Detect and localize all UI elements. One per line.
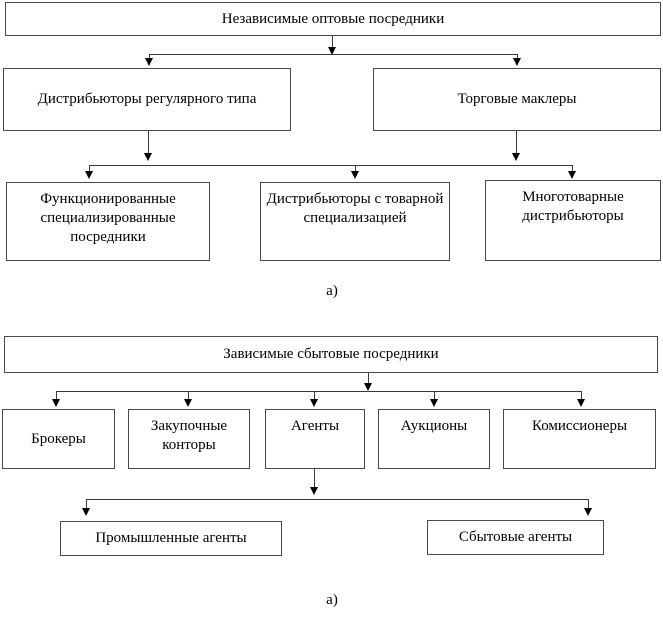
node-label: Сбытовые агенты <box>458 529 573 546</box>
connector-bus-left-drop-top <box>149 54 150 61</box>
node-multiproduct-distributors[interactable]: Многотоварные дистрибьюторы <box>485 180 661 261</box>
node-label: Многотоварные дистрибьюторы <box>522 189 624 224</box>
connector-drop-agents <box>314 391 315 403</box>
connector-drop-brokers <box>56 391 57 403</box>
node-label: Комиссионеры <box>531 418 628 434</box>
node-label: Независимые оптовые посредники <box>221 10 445 27</box>
connector-bus-level2-bottom <box>56 391 581 392</box>
node-label: Закупочные конторы <box>150 418 228 453</box>
connector-bus-l3-mid-drop-top <box>355 165 356 174</box>
connector-bus-level2-top <box>149 54 518 55</box>
node-label: Зависимые сбытовые посредники <box>223 346 439 363</box>
node-label: Торговые маклеры <box>457 91 577 108</box>
connector-drop-purchasing-offices <box>188 391 189 403</box>
node-label: Промышленные агенты <box>95 530 247 547</box>
node-sales-agents[interactable]: Сбытовые агенты <box>427 520 604 555</box>
arrowhead-level2-right-down-top <box>511 153 520 161</box>
node-label: Аукционы <box>400 418 468 434</box>
arrowhead-commission-agents <box>576 399 585 407</box>
connector-level2-right-down-top <box>516 131 517 157</box>
node-purchasing-offices[interactable]: Закупочные конторы <box>128 409 250 469</box>
connector-bus-l3-left-drop-top <box>89 165 90 174</box>
connector-drop-commission-agents <box>581 391 582 403</box>
connector-drop-sales-agents <box>588 499 589 512</box>
connector-drop-auctions <box>434 391 435 403</box>
node-root-independent-wholesale[interactable]: Независимые оптовые посредники <box>5 2 661 36</box>
node-industrial-agents[interactable]: Промышленные агенты <box>60 521 282 556</box>
node-label: Агенты <box>290 418 340 434</box>
arrowhead-level2-left-down-top <box>143 153 152 161</box>
arrowhead-root-down-bottom <box>363 383 372 391</box>
arrowhead-brokers <box>51 399 60 407</box>
arrowhead-root-down-top <box>327 47 336 55</box>
node-label: Функционированные специализированные пос… <box>40 191 176 245</box>
node-functional-specialized-intermediaries[interactable]: Функционированные специализированные пос… <box>6 182 210 261</box>
caption-diagram-a-top: а) <box>326 283 338 299</box>
arrowhead-level3-right-top <box>567 171 576 179</box>
node-agents[interactable]: Агенты <box>265 409 365 469</box>
arrowhead-level2-right-top <box>512 58 521 66</box>
arrowhead-level3-mid-top <box>350 171 359 179</box>
arrowhead-agents <box>309 399 318 407</box>
connector-bus-level3-bottom <box>86 499 588 500</box>
arrowhead-level2-left-top <box>144 58 153 66</box>
node-auctions[interactable]: Аукционы <box>378 409 490 469</box>
node-distributors-regular-type[interactable]: Дистрибьюторы регулярного типа <box>3 68 291 131</box>
arrowhead-sales-agents <box>583 508 592 516</box>
arrowhead-purchasing-offices <box>183 399 192 407</box>
node-root-dependent-sales[interactable]: Зависимые сбытовые посредники <box>4 336 658 373</box>
connector-bus-l3-right-drop-top <box>572 165 573 174</box>
connector-agents-down <box>314 469 315 491</box>
arrowhead-auctions <box>429 399 438 407</box>
node-label: Дистрибьюторы регулярного типа <box>37 91 257 108</box>
node-brokers[interactable]: Брокеры <box>2 409 115 469</box>
connector-bus-right-drop-top <box>517 54 518 61</box>
node-trade-brokers[interactable]: Торговые маклеры <box>373 68 661 131</box>
node-label: Брокеры <box>31 430 86 447</box>
caption-diagram-a-bottom: а) <box>326 592 338 608</box>
arrowhead-level3-left-top <box>84 171 93 179</box>
node-distributors-product-specialization[interactable]: Дистрибьюторы с товарной специализацией <box>260 182 450 261</box>
node-label: Дистрибьюторы с товарной специализацией <box>266 191 444 226</box>
connector-drop-industrial-agents <box>86 499 87 512</box>
connector-bus-level3-top <box>89 165 573 166</box>
connector-root-down-top <box>332 36 333 50</box>
arrowhead-agents-down <box>309 487 318 495</box>
connector-level2-left-down-top <box>148 131 149 157</box>
connector-root-down-bottom <box>368 373 369 387</box>
node-commission-agents[interactable]: Комиссионеры <box>503 409 656 469</box>
arrowhead-industrial-agents <box>81 508 90 516</box>
